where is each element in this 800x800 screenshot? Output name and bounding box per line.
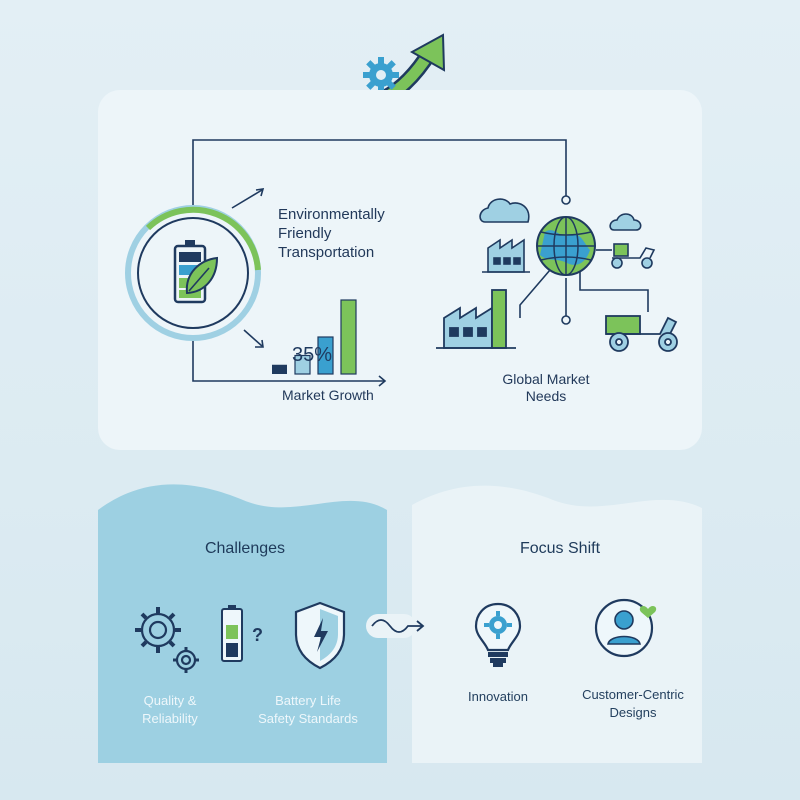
lightbulb-gear-icon [474, 602, 522, 667]
eco-label-line2: Friendly [278, 225, 332, 242]
battery-life-label: Battery Life [275, 693, 341, 708]
quality-label: Quality & Reliability [120, 692, 220, 728]
eco-label-line3: Transportation [278, 244, 375, 261]
battery-safety-label: Battery Life Safety Standards [238, 692, 378, 728]
wave-arrow-icon [366, 614, 425, 638]
customer-centric-line1: Customer-Centric [582, 687, 684, 702]
growth-bar [340, 299, 357, 375]
focus-title: Focus Shift [519, 540, 601, 557]
shield-icon [294, 601, 346, 670]
cloud-icon [479, 198, 530, 223]
battery-leaf-icon [173, 240, 219, 304]
delivery-scooter-icon [605, 315, 678, 352]
gear-icon [363, 57, 399, 93]
svg-text:?: ? [252, 625, 263, 645]
challenges-title: Challenges [204, 540, 286, 557]
eco-label-line1: Environmentally [278, 206, 385, 223]
growth-bar [272, 364, 287, 374]
growth-caption: Market Growth [282, 387, 374, 403]
innovation-label: Innovation [468, 689, 528, 704]
quality-label-line1: Quality & [143, 693, 197, 708]
growth-bar [317, 336, 334, 375]
globe-icon [536, 216, 596, 276]
factory-icon [436, 289, 516, 349]
market-growth-chart [272, 299, 357, 375]
gears-icon [135, 607, 199, 673]
cloud-icon [609, 213, 642, 231]
factory-icon [482, 238, 530, 273]
global-market-line2: Needs [525, 388, 567, 404]
scooter-icon [611, 243, 656, 269]
safety-standards-label: Safety Standards [258, 711, 358, 726]
global-market-label: Global Market Needs [496, 371, 596, 405]
customer-heart-icon [594, 598, 657, 658]
customer-centric-label: Customer-Centric Designs [568, 686, 698, 722]
eco-label: Environmentally Friendly Transportation [278, 205, 385, 262]
global-market-line1: Global Market [502, 371, 590, 387]
quality-label-line2: Reliability [142, 711, 198, 726]
battery-question-icon: ? [221, 605, 263, 662]
growth-percent: 35% [292, 344, 333, 366]
growth-bar [294, 354, 311, 375]
customer-centric-line2: Designs [609, 705, 657, 720]
